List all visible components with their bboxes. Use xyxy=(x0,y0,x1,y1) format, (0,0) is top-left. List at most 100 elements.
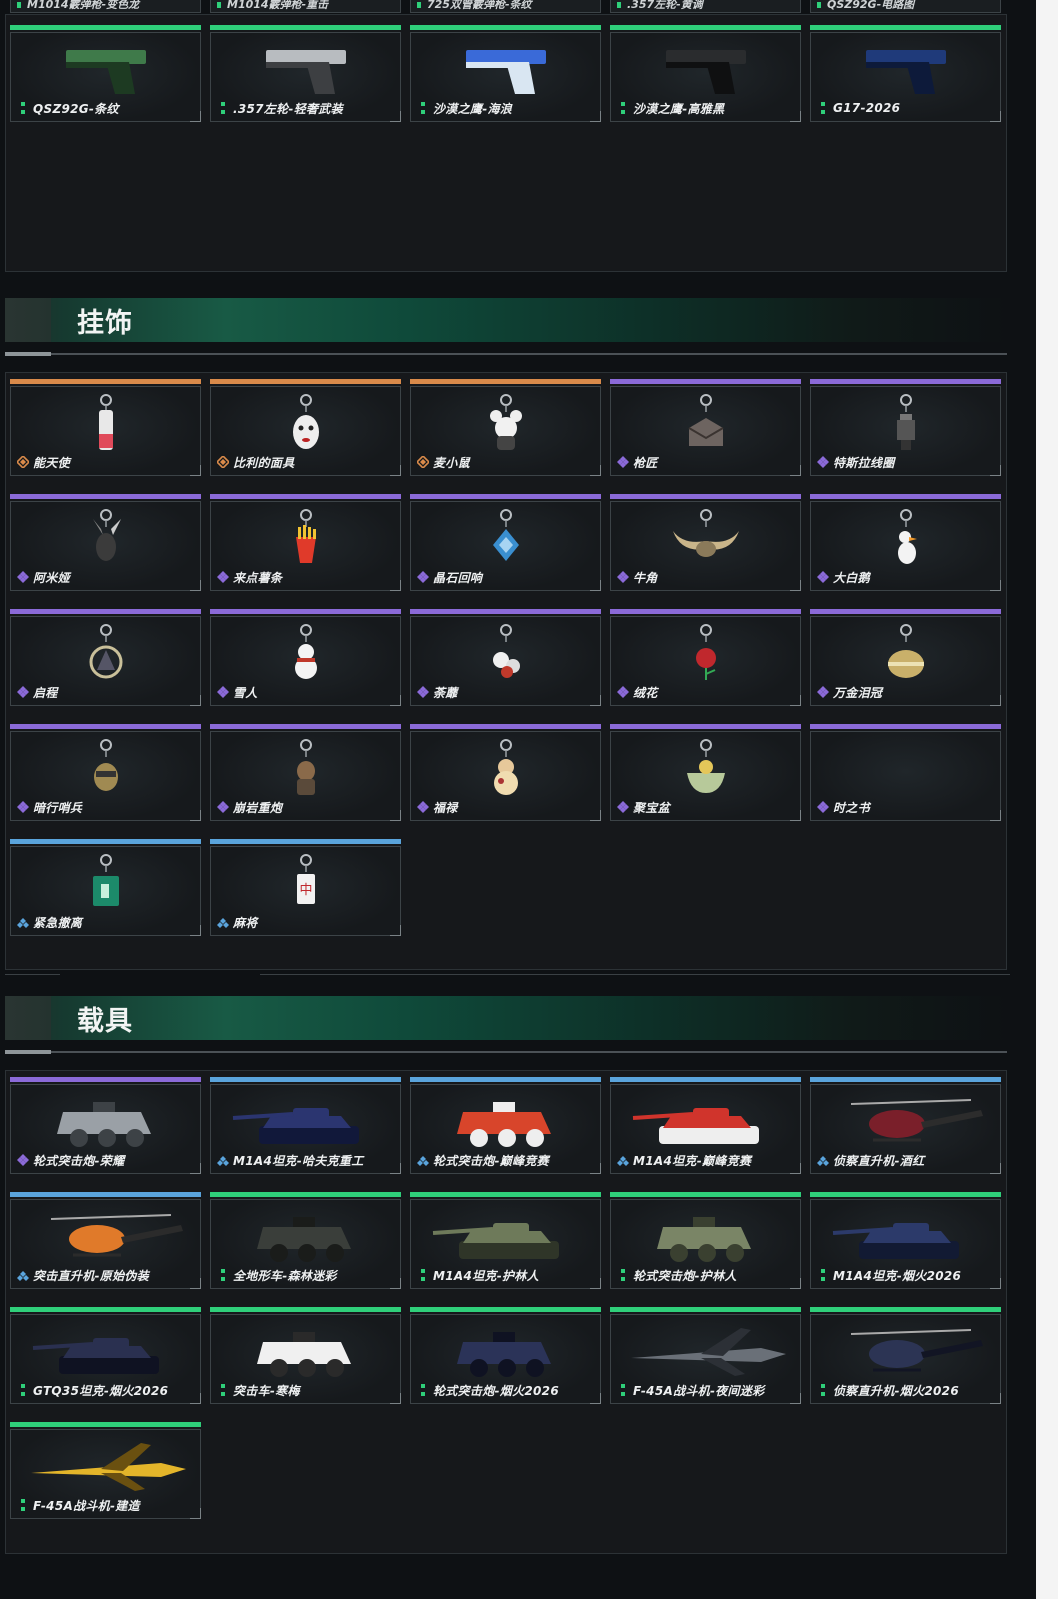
item-card[interactable]: 侦察直升机-烟火2026 xyxy=(810,1307,1001,1404)
item-name: 枪匠 xyxy=(633,455,658,470)
item-name: G17-2026 xyxy=(833,101,901,115)
item-name: 轮式突击炮-烟火2026 xyxy=(433,1383,559,1398)
rarity-bar xyxy=(210,1307,401,1312)
item-card[interactable]: 突击车-寒梅 xyxy=(210,1307,401,1404)
item-label-row: 福禄 xyxy=(417,799,458,815)
item-card-partial[interactable]: 725双管霰弹枪-条纹 xyxy=(410,0,601,13)
item-card[interactable]: F-45A战斗机-夜间迷彩 xyxy=(610,1307,801,1404)
truck-white-icon xyxy=(257,1332,351,1377)
item-card[interactable]: 轮式突击炮-护林人 xyxy=(610,1192,801,1289)
item-card[interactable]: 轮式突击炮-烟火2026 xyxy=(410,1307,601,1404)
item-card[interactable]: F-45A战斗机-建造 xyxy=(10,1422,201,1519)
item-label-row: M1A4坦克-哈夫克重工 xyxy=(217,1152,364,1168)
item-card[interactable]: 沙漠之鹰-高雅黑 xyxy=(610,25,801,122)
item-card[interactable]: 聚宝盆 xyxy=(610,724,801,821)
item-card[interactable]: M1A4坦克-巅峰竞赛 xyxy=(610,1077,801,1174)
item-card-body: 中麻将 xyxy=(210,846,401,936)
item-card[interactable]: 绒花 xyxy=(610,609,801,706)
item-card[interactable]: 紧急撤离 xyxy=(10,839,201,936)
item-card[interactable]: 轮式突击炮-荣耀 xyxy=(10,1077,201,1174)
item-card-body: 荼蘼 xyxy=(410,616,601,706)
item-card[interactable]: 能天使 xyxy=(10,379,201,476)
rarity-bar xyxy=(410,1192,601,1197)
item-card[interactable]: 中麻将 xyxy=(210,839,401,936)
item-card[interactable]: 枪匠 xyxy=(610,379,801,476)
item-name: 荼蘼 xyxy=(433,685,458,700)
weapons-grid: QSZ92G-条纹 .357左轮-轻奢武装沙漠之鹰-海浪沙漠之鹰-高雅黑 G17-2… xyxy=(10,25,1001,122)
rarity-bar xyxy=(10,609,201,614)
item-name: 启程 xyxy=(33,685,58,700)
item-card[interactable]: 轮式突击炮-巅峰竞赛 xyxy=(410,1077,601,1174)
item-card-partial[interactable]: QSZ92G-电路图 xyxy=(810,0,1001,13)
item-card[interactable]: M1A4坦克-哈夫克重工 xyxy=(210,1077,401,1174)
rarity-bar xyxy=(10,724,201,729)
rarity-bar xyxy=(610,1192,801,1197)
rarity-purple-icon xyxy=(617,456,629,468)
section-title: 载具 xyxy=(77,1006,133,1037)
section-rule-accent xyxy=(5,352,51,356)
item-name: 能天使 xyxy=(33,455,70,470)
item-label-row: 荼蘼 xyxy=(417,684,458,700)
item-card[interactable]: 比利的面具 xyxy=(210,379,401,476)
item-card[interactable]: 暗行哨兵 xyxy=(10,724,201,821)
item-card[interactable]: 福禄 xyxy=(410,724,601,821)
item-card-partial[interactable]: M1014霰弹枪-重击 xyxy=(210,0,401,13)
flower-white-charm-icon xyxy=(493,624,520,678)
item-card[interactable]: 沙漠之鹰-海浪 xyxy=(410,25,601,122)
item-card[interactable]: 牛角 xyxy=(610,494,801,591)
item-card-body: 阿米娅 xyxy=(10,501,201,591)
item-label-row: 突击车-寒梅 xyxy=(217,1382,300,1398)
item-card-body: 麦小鼠 xyxy=(410,386,601,476)
item-label-row: 能天使 xyxy=(17,454,70,470)
item-card[interactable]: GTQ35坦克-烟火2026 xyxy=(10,1307,201,1404)
item-name: 福禄 xyxy=(433,800,458,815)
item-card[interactable]: QSZ92G-条纹 xyxy=(10,25,201,122)
rarity-bar xyxy=(10,839,201,844)
item-card-partial[interactable]: M1014霰弹枪-变色龙 xyxy=(10,0,201,13)
item-card-body: F-45A战斗机-夜间迷彩 xyxy=(610,1314,801,1404)
item-card[interactable]: 荼蘼 xyxy=(410,609,601,706)
rarity-purple-icon xyxy=(617,571,629,583)
armored-car-2026-icon xyxy=(457,1332,551,1377)
item-card[interactable]: 崩岩重炮 xyxy=(210,724,401,821)
item-card[interactable]: 万金泪冠 xyxy=(810,609,1001,706)
bottle-charm-icon xyxy=(99,394,113,450)
item-card[interactable]: 大白鹅 xyxy=(810,494,1001,591)
figure-charm-icon xyxy=(297,739,315,795)
item-card[interactable]: 突击直升机-原始伪装 xyxy=(10,1192,201,1289)
item-card[interactable]: 时之书 xyxy=(810,724,1001,821)
item-card[interactable]: 雪人 xyxy=(210,609,401,706)
rarity-purple-icon xyxy=(17,686,29,698)
item-name: 暗行哨兵 xyxy=(33,800,83,815)
rarity-bar xyxy=(210,839,401,844)
item-card[interactable]: 来点薯条 xyxy=(210,494,401,591)
item-card[interactable]: 特斯拉线圈 xyxy=(810,379,1001,476)
tank-dark-2026-icon xyxy=(32,1338,159,1374)
vehicles-section-header: 载具 xyxy=(5,996,1007,1058)
rarity-green-icon xyxy=(421,102,425,114)
item-card[interactable]: 侦察直升机-酒红 xyxy=(810,1077,1001,1174)
item-label-row: M1A4坦克-烟火2026 xyxy=(817,1267,961,1283)
medal-charm-icon xyxy=(89,624,123,679)
item-name: QSZ92G-电路图 xyxy=(827,0,915,11)
item-card-partial[interactable]: .357左轮-黄调 xyxy=(610,0,801,13)
item-card-body: 来点薯条 xyxy=(210,501,401,591)
item-name: QSZ92G-条纹 xyxy=(33,101,119,116)
item-card[interactable]: 晶石回响 xyxy=(410,494,601,591)
item-card[interactable]: 麦小鼠 xyxy=(410,379,601,476)
item-card[interactable]: 全地形车-森林迷彩 xyxy=(210,1192,401,1289)
item-card[interactable]: M1A4坦克-护林人 xyxy=(410,1192,601,1289)
item-card[interactable]: 启程 xyxy=(10,609,201,706)
rarity-blue-icon xyxy=(217,918,229,928)
item-name: 绒花 xyxy=(633,685,658,700)
item-card[interactable]: 阿米娅 xyxy=(10,494,201,591)
item-name: M1A4坦克-哈夫克重工 xyxy=(233,1153,364,1168)
item-card[interactable]: .357左轮-轻奢武装 xyxy=(210,25,401,122)
item-name: 突击车-寒梅 xyxy=(233,1383,300,1398)
item-card[interactable]: M1A4坦克-烟火2026 xyxy=(810,1192,1001,1289)
item-card[interactable]: G17-2026 xyxy=(810,25,1001,122)
rarity-purple-icon xyxy=(417,686,429,698)
rarity-green-icon xyxy=(621,102,625,114)
horns-charm-icon xyxy=(673,509,739,557)
item-name: 紧急撤离 xyxy=(33,915,83,930)
